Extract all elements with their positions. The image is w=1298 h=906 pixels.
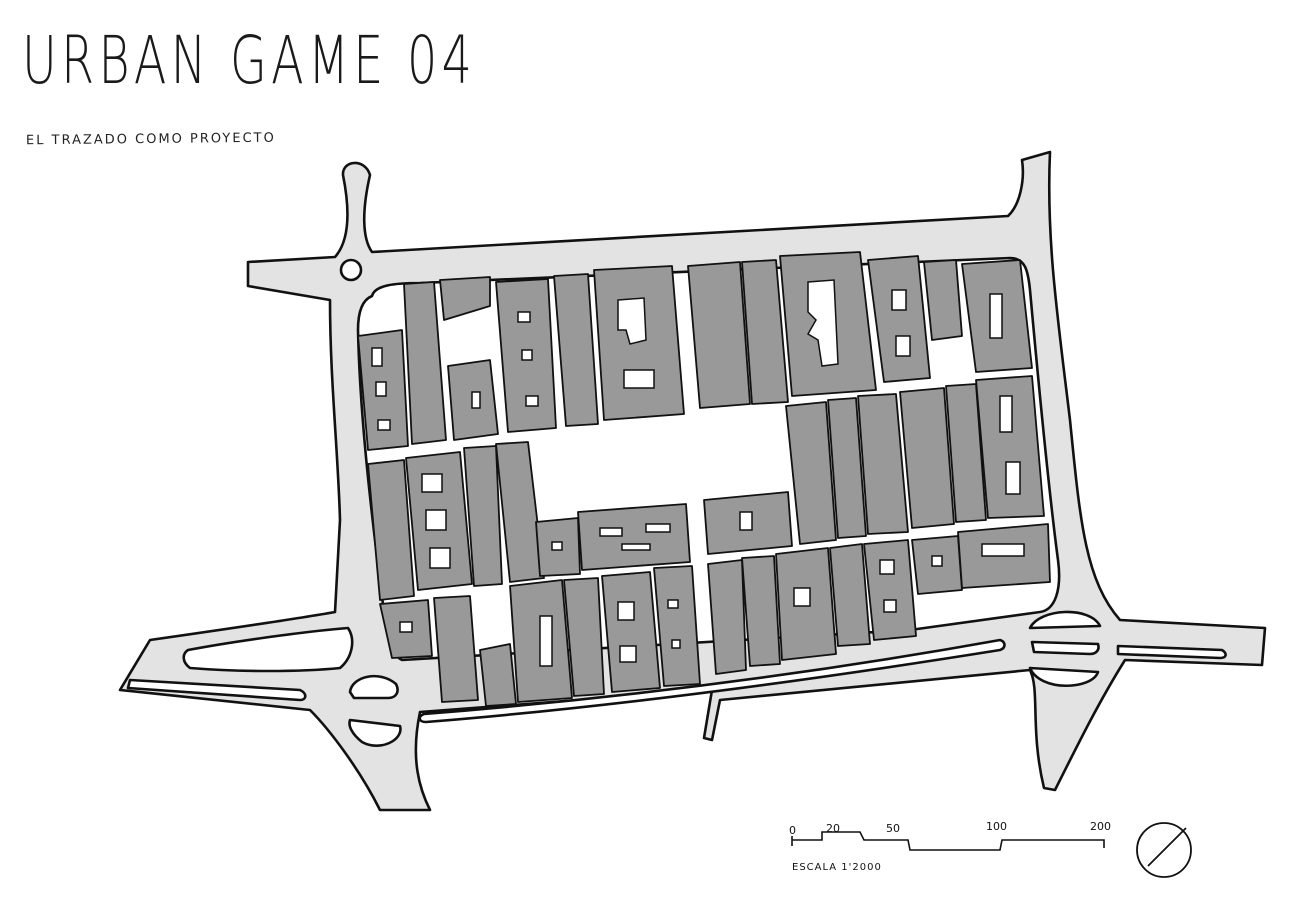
- scale-bar: [791, 831, 1105, 851]
- block: [829, 543, 871, 647]
- island-se-mid: [1030, 640, 1100, 656]
- island-se-top: [1028, 610, 1102, 630]
- block: [785, 401, 837, 545]
- block: [827, 397, 867, 539]
- block: [863, 539, 917, 641]
- block: [577, 503, 691, 571]
- block: [433, 595, 479, 703]
- page-title: URBAN GAME 04: [22, 22, 477, 99]
- block: [741, 555, 781, 667]
- north-arrow-icon: [1136, 822, 1192, 878]
- island-sw-top: [348, 674, 399, 700]
- scale-tick-0: 0: [789, 824, 796, 837]
- scale-tick-100: 100: [986, 820, 1007, 833]
- roundabout-island: [339, 258, 363, 282]
- block: [403, 281, 447, 445]
- block: [439, 276, 491, 321]
- block: [593, 265, 685, 421]
- road-network: [118, 150, 1267, 812]
- block: [741, 259, 789, 405]
- block: [653, 565, 701, 687]
- courtyards: [371, 279, 1025, 667]
- island-se-bottom: [1028, 666, 1100, 688]
- block: [553, 273, 599, 427]
- block: [563, 577, 605, 697]
- median-east: [1116, 644, 1227, 660]
- median-south: [418, 638, 1006, 724]
- block: [857, 393, 909, 535]
- scale-label: ESCALA 1'2000: [792, 862, 882, 873]
- block: [923, 259, 963, 341]
- block: [495, 441, 545, 583]
- block: [601, 571, 661, 693]
- block: [975, 375, 1045, 519]
- scale-tick-50: 50: [886, 822, 900, 835]
- block: [899, 387, 955, 529]
- block: [867, 255, 931, 383]
- median-west: [182, 626, 354, 673]
- block: [463, 445, 503, 587]
- block: [687, 261, 751, 409]
- median-west-long: [126, 678, 307, 702]
- block: [707, 559, 747, 675]
- scale-tick-200: 200: [1090, 820, 1111, 833]
- island-sw-bottom: [348, 718, 402, 747]
- block: [945, 383, 987, 523]
- scale-tick-20: 20: [826, 822, 840, 835]
- block: [367, 459, 415, 601]
- block: [479, 643, 517, 707]
